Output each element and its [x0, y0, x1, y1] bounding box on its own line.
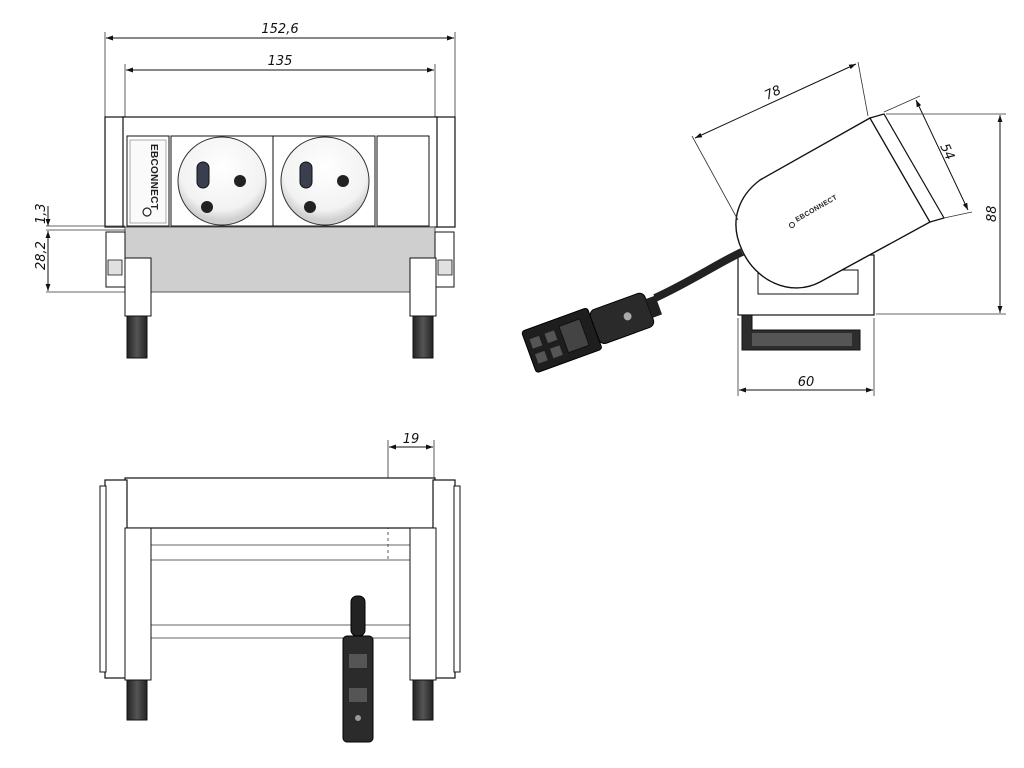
bottom-leg-right: [409, 527, 437, 721]
desk-section: [124, 226, 436, 293]
socket-face: [177, 136, 267, 226]
dimension-base-depth: 60: [737, 318, 875, 396]
power-connector: [521, 292, 663, 373]
dimension-overall-width: 152,6: [104, 22, 456, 118]
bottom-leg-left: [124, 527, 152, 721]
brand-logo-icon: [142, 207, 152, 217]
socket-module-2: [272, 135, 376, 227]
dimension-label: 1,3: [34, 203, 49, 224]
socket-face: [280, 136, 370, 226]
socket-hole: [201, 201, 213, 213]
earth-pin: [196, 161, 210, 189]
end-cap-left: [104, 116, 126, 228]
dimension-label: 135: [268, 54, 293, 69]
dimension-label: 152,6: [261, 22, 298, 37]
dimension-overall-height: 88: [876, 113, 1006, 315]
bottom-end-cap-left: [104, 479, 128, 679]
dimension-label: 28,2: [34, 241, 49, 270]
brand-logo-text: EBCONNECT: [148, 144, 159, 210]
bottom-connector: [342, 595, 374, 743]
side-view: EBCONNECT 78 54 88 60: [521, 61, 1006, 396]
dimension-label: 54: [936, 141, 957, 162]
dimension-body-length: 78: [691, 61, 869, 221]
dimension-inner-width: 135: [124, 54, 436, 118]
dimension-label: 78: [762, 83, 783, 104]
bottom-housing: [124, 477, 436, 529]
socket-hole: [337, 175, 349, 187]
power-cable: [653, 248, 744, 302]
blank-module: [376, 135, 430, 227]
clamp-left: [105, 231, 152, 359]
front-view: 152,6 135 EBCONNECT: [34, 22, 456, 359]
socket-module-1: [170, 135, 274, 227]
dimension-label: 88: [985, 205, 1000, 222]
clamp-right: [409, 231, 455, 359]
dimension-lip-thickness: 1,3: [34, 203, 125, 231]
bottom-view: 19: [99, 432, 461, 743]
dimension-label: 60: [798, 375, 815, 390]
side-housing: [735, 117, 931, 289]
socket-hole: [234, 175, 246, 187]
brand-module: EBCONNECT: [126, 135, 170, 227]
brand-logo-icon: [789, 222, 795, 228]
dimension-clamp-depth: 28,2: [34, 231, 125, 293]
earth-pin: [299, 161, 313, 189]
dimension-cap-width: 54: [883, 95, 973, 219]
end-cap-right: [434, 116, 456, 228]
dimension-label: 19: [403, 432, 420, 447]
socket-hole: [304, 201, 316, 213]
